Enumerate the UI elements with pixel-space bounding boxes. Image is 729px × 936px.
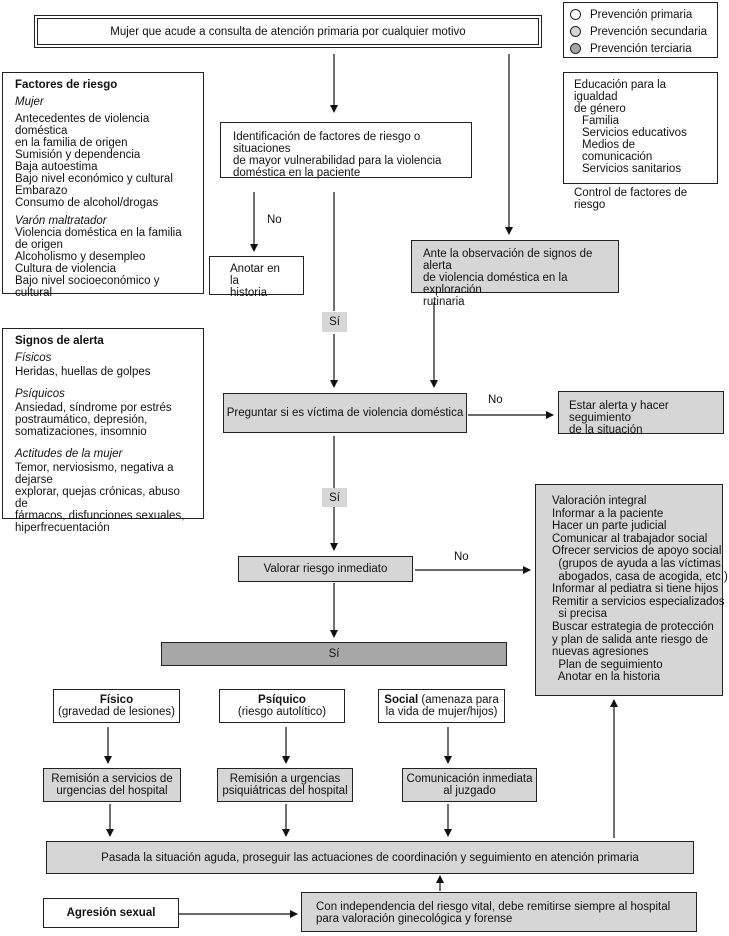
education-item: Familia (582, 115, 620, 127)
social-box-title: Social (384, 694, 419, 706)
integral-item: Hacer un parte judicial (552, 520, 667, 533)
integral-item: Informar al pediatra si tiene hijos (552, 583, 719, 596)
integral-item: Buscar estrategia de protección (552, 620, 714, 633)
anotar-box: Anotar en la historia (209, 256, 304, 299)
acute-box: Pasada la situación aguda, proseguir las… (46, 841, 694, 874)
integral-item: Informar a la paciente (552, 507, 664, 520)
man-item: Violencia doméstica en la familia de ori… (15, 227, 182, 251)
man-heading: Varón maltratador (15, 215, 107, 227)
integral-item: Comunicar al trabajador social (552, 532, 708, 545)
label-si-2-text: Sí (329, 491, 340, 504)
ask-box: Preguntar si es víctima de violencia dom… (223, 393, 467, 433)
psychic-signs-heading: Psíquicos (15, 388, 65, 400)
education-box: Educación para la igualdad de género Fam… (563, 72, 718, 211)
woman-heading: Mujer (15, 96, 44, 108)
man-item: Cultura de violencia (15, 263, 117, 275)
integral-item: Anotar en la historia (552, 671, 661, 684)
woman-item: Sumisión y dependencia (15, 149, 141, 161)
psychic-box: Psíquico (riesgo autolítico) (219, 689, 345, 723)
sexual-aggression-box: Agresión sexual (43, 898, 179, 928)
attitude-text: Temor, nerviosismo, negativa a dejarse e… (15, 462, 185, 534)
referral-physical-box: Remisión a servicios de urgencias del ho… (43, 768, 181, 802)
integral-item: si precisa (552, 608, 607, 621)
woman-item: Embarazo (15, 185, 68, 197)
integral-item: Valoración integral (552, 495, 647, 507)
top-box-text: Mujer que acude a consulta de atención p… (110, 25, 466, 38)
man-item: Alcoholismo y desempleo (15, 251, 146, 263)
education-title: Educación para la igualdad de género (574, 79, 667, 115)
label-no-identification: No (267, 214, 282, 226)
integral-item: Ofrecer servicios de apoyo social (552, 545, 722, 558)
social-box-sub: la vida de mujer/hijos) (385, 706, 498, 718)
legend-secondary-marker (570, 26, 581, 37)
integral-box: Valoración integral Informar a la pacien… (535, 484, 728, 696)
acute-box-text: Pasada la situación aguda, proseguir las… (101, 851, 639, 864)
sexual-referral-box: Con independencia del riesgo vital, debe… (301, 892, 697, 932)
ask-box-text: Preguntar si es víctima de violencia dom… (226, 407, 464, 419)
integral-item: abogados, casa de acogida, etc.) (552, 570, 728, 583)
physical-signs-heading: Físicos (15, 352, 52, 364)
physical-box-title: Físico (99, 694, 134, 706)
physical-box-sub: (gravedad de lesiones) (58, 706, 175, 718)
assess-box: Valorar riesgo inmediato (238, 556, 413, 582)
assess-box-text: Valorar riesgo inmediato (263, 563, 388, 575)
identification-box: Identificación de factores de riesgo o s… (220, 122, 472, 179)
sexual-aggression-text: Agresión sexual (66, 907, 156, 919)
physical-box: Físico (gravedad de lesiones) (53, 689, 180, 723)
observation-box: Ante la observación de signos de alerta … (411, 240, 619, 308)
education-item: Servicios educativos (582, 127, 687, 139)
warning-signs-title: Signos de alerta (15, 335, 104, 347)
risk-factors-title: Factores de riesgo (15, 79, 118, 91)
legend-primary-label: Prevención primaria (590, 8, 693, 21)
top-box: Mujer que acude a consulta de atención p… (34, 15, 542, 48)
woman-item: Antecedentes de violencia doméstica en l… (15, 113, 150, 149)
woman-item: Consumo de alcohol/drogas (15, 197, 159, 209)
physical-signs-text: Heridas, huellas de golpes (15, 366, 151, 378)
education-item: Servicios sanitarios (582, 163, 682, 175)
integral-item: (grupos de ayuda a las víctimas, (552, 557, 724, 570)
warning-signs-box: Signos de alerta Físicos Heridas, huella… (2, 328, 204, 534)
legend-tertiary-label: Prevención terciaria (590, 42, 692, 55)
legend-secondary-label: Prevención secundaria (590, 25, 707, 38)
integral-item: Plan de seguimiento (552, 658, 663, 671)
label-si-1: Sí (322, 312, 347, 332)
risk-factors-box: Factores de riesgo Mujer Antecedentes de… (2, 72, 204, 299)
integral-item: Remitir a servicios especializados (552, 595, 725, 608)
education-item: Medios de comunicación (582, 139, 653, 163)
psychic-box-title: Psíquico (258, 694, 306, 706)
legend-primary-marker (570, 9, 581, 20)
label-si-1-text: Sí (329, 316, 340, 328)
woman-item: Baja autoestima (15, 161, 98, 173)
social-box: Social (amenaza para la vida de mujer/hi… (378, 689, 505, 723)
psychic-box-sub: (riesgo autolítico) (237, 706, 327, 718)
psychic-signs-text: Ansiedad, síndrome por estrés postraumát… (15, 402, 172, 438)
si-bar: Sí (161, 642, 507, 666)
integral-item: nuevas agresiones (552, 646, 649, 659)
referral-social-box: Comunicación inmediata al juzgado (402, 768, 537, 802)
si-bar-text: Sí (328, 648, 340, 660)
man-item: Bajo nivel socioeconómico y cultural (15, 275, 160, 299)
label-no-ask: No (488, 394, 503, 406)
legend-tertiary-marker (570, 43, 581, 54)
referral-psychic-box: Remisión a urgencias psiquiátricas del h… (217, 768, 353, 802)
education-control: Control de factores de riesgo (574, 187, 688, 211)
alert-box: Estar alerta y hacer seguimiento de la s… (558, 391, 724, 436)
attitude-heading: Actitudes de la mujer (15, 448, 123, 460)
woman-item: Bajo nivel económico y cultural (15, 173, 173, 185)
social-box-sub-inline: (amenaza para (418, 694, 499, 706)
label-si-2: Sí (322, 488, 347, 507)
label-no-assess: No (454, 551, 469, 563)
integral-item: y plan de salida ante riesgo de (552, 633, 708, 646)
legend: Prevención primaria Prevención secundari… (563, 2, 718, 58)
